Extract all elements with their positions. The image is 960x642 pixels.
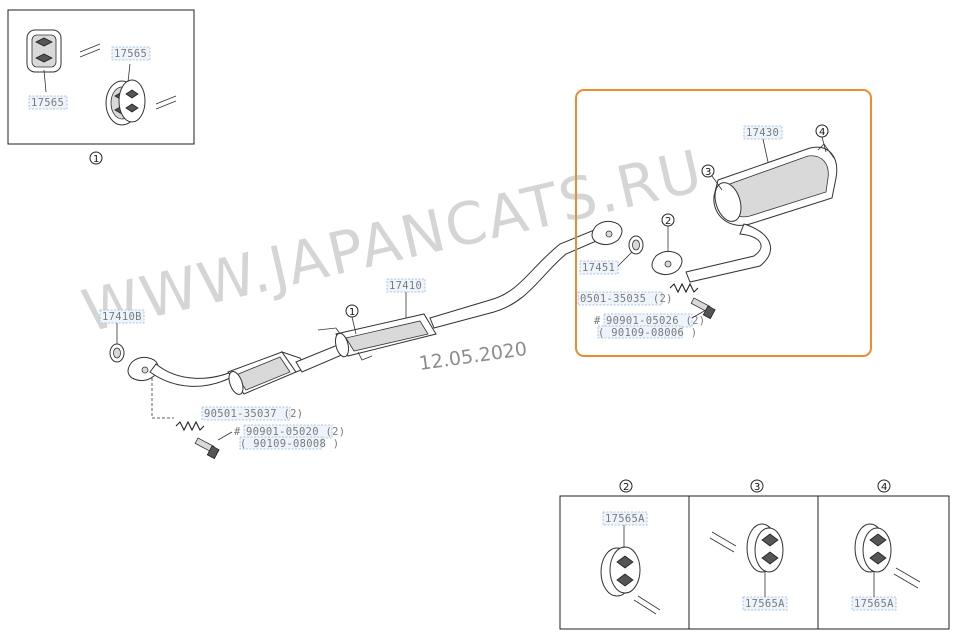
hanger-rod-line [895, 567, 921, 583]
callout-2: 2 [623, 482, 629, 493]
inset-group-2-3-4: 2 3 4 17565A 17565A [559, 479, 950, 630]
part-number-90109-08006: ( 90109-08006 ) [598, 327, 697, 339]
part-number-17410b: 17410B [102, 311, 142, 323]
highlight-rear-muffler: 17451 4 3 2 17430 0501-35035 (2) # 90901… [575, 89, 872, 357]
label-box [111, 46, 151, 61]
hanger-rod-line [633, 599, 657, 615]
label-box [602, 511, 648, 526]
hanger-rod-line [79, 48, 101, 58]
hanger-rod-line [155, 95, 177, 105]
catalytic-converter-icon [227, 351, 307, 395]
bolt-icon [194, 437, 220, 460]
label-box [28, 95, 68, 110]
part-number-90501-35037: 90501-35037 (2) [204, 408, 303, 420]
muffler-17430-icon [713, 143, 838, 226]
label-box [99, 309, 145, 324]
front-pipe [149, 363, 237, 387]
hash-mark: # [234, 426, 241, 438]
hanger-rod-line [79, 43, 101, 53]
part-number-0501-35035: 0501-35035 (2) [580, 293, 673, 305]
hanger-rod-line [711, 531, 737, 547]
part-number-90901-05020: 90901-05020 (2) [246, 426, 345, 438]
callout-1: 1 [93, 154, 99, 165]
part-number-17565a: 17565A [745, 598, 785, 610]
leader-line [711, 175, 723, 191]
leader-line [762, 138, 769, 163]
compression-spring-icon [175, 420, 205, 432]
rubber-hanger-17565a-icon [746, 523, 784, 573]
leader-line [691, 309, 707, 319]
label-box [201, 406, 291, 421]
part-number-17410: 17410 [389, 280, 422, 292]
callout-4: 4 [819, 127, 825, 138]
leader-line [43, 69, 47, 93]
muffler-inlet-pipe [685, 223, 772, 283]
highlight-box [575, 89, 872, 357]
part-number-17565a: 17565A [605, 513, 645, 525]
leader-line [217, 431, 233, 441]
part-number-90901-05026: 90901-05026 (2) [606, 315, 705, 327]
label-box [597, 325, 683, 339]
rubber-hanger-17565a-icon [854, 523, 892, 573]
hanger-rod-line [893, 573, 919, 589]
compression-spring-icon [669, 282, 699, 294]
rubber-hanger-icon [105, 79, 146, 126]
inset-1: 17565 17565 1 [7, 9, 195, 165]
label-box [579, 260, 619, 275]
part-number-90109-08008: ( 90109-08008 ) [240, 438, 339, 450]
date-stamp: 12.05.2020 [418, 338, 529, 375]
exhaust-assembly: 17410B 1 17410 [99, 220, 623, 460]
part-number-17565: 17565 [31, 97, 64, 109]
callout-3: 3 [705, 167, 711, 178]
label-box [577, 291, 663, 306]
callout-3: 3 [754, 482, 760, 493]
callout-2: 2 [665, 216, 671, 227]
part-number-17451: 17451 [582, 262, 615, 274]
part-number-17565a: 17565A [854, 598, 894, 610]
resonator-17410-icon [317, 313, 437, 361]
callout-circle [701, 164, 715, 178]
callout-circle [619, 479, 633, 493]
leader-line [617, 251, 633, 267]
part-number-17565: 17565 [114, 48, 147, 60]
callout-circle [877, 479, 891, 493]
hanger-rod-line [155, 100, 177, 110]
bolt-icon [690, 297, 716, 320]
callout-circle [89, 151, 103, 165]
label-box [239, 436, 323, 450]
part-number-17430: 17430 [746, 127, 779, 139]
leader-line [127, 63, 131, 83]
rubber-hanger-icon [26, 29, 62, 73]
callout-4: 4 [881, 482, 887, 493]
leader-line [821, 136, 827, 153]
hanger-rod-line [637, 595, 661, 611]
callout-circle [750, 479, 764, 493]
hanger-rod-line [709, 537, 735, 553]
callout-1: 1 [349, 307, 355, 318]
hash-mark: # [594, 315, 601, 327]
rubber-hanger-17565a-icon [600, 546, 641, 597]
leader-line [351, 316, 357, 335]
